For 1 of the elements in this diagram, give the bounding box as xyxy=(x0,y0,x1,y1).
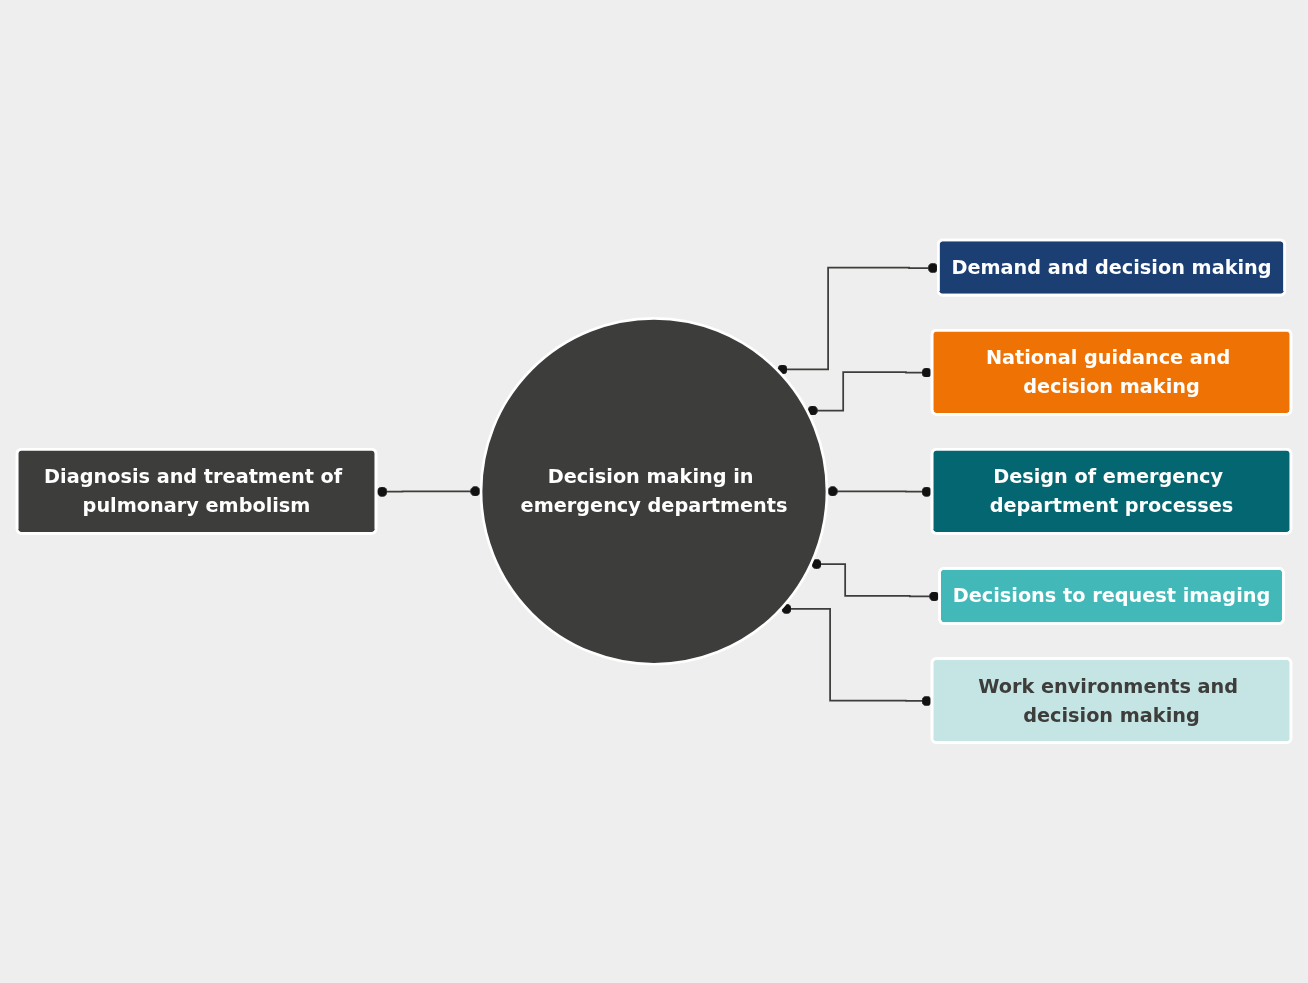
node-circle: Decision making in emergency departments xyxy=(479,317,829,666)
